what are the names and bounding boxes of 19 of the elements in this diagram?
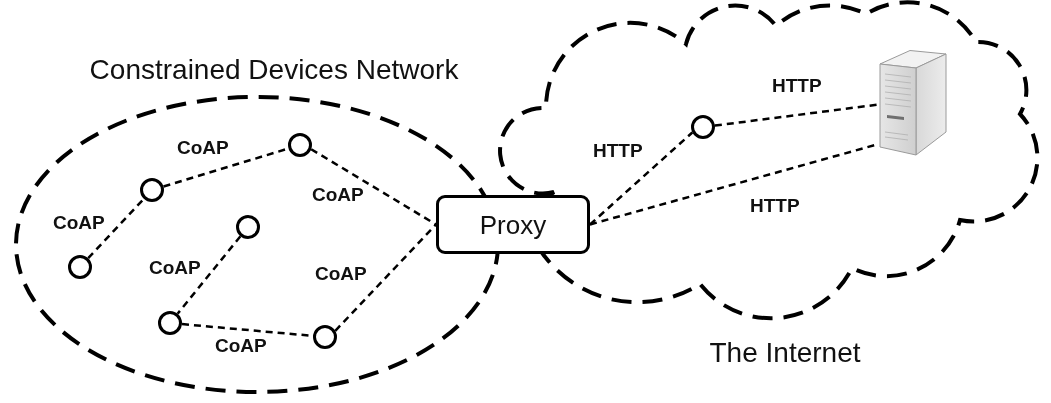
- edge-label: CoAP: [177, 137, 229, 159]
- server-drawing: [878, 49, 948, 156]
- edge-label: CoAP: [312, 184, 364, 206]
- edge-label: CoAP: [315, 263, 367, 285]
- dashed-connector: [334, 223, 437, 332]
- edge-label: CoAP: [149, 257, 201, 279]
- dashed-connector: [589, 131, 694, 226]
- dashed-connector: [714, 103, 879, 127]
- region-heading: Constrained Devices Network: [89, 54, 459, 86]
- region-heading: The Internet: [709, 337, 861, 369]
- dashed-connector: [176, 235, 242, 315]
- edge-label: HTTP: [750, 195, 800, 217]
- edge-label: CoAP: [53, 212, 105, 234]
- dashed-connector: [310, 148, 437, 226]
- edge-label: HTTP: [772, 75, 822, 97]
- edge-label: CoAP: [215, 335, 267, 357]
- dashed-connector: [87, 197, 145, 260]
- edge-label: HTTP: [593, 140, 643, 162]
- proxy-box: Proxy: [436, 195, 590, 254]
